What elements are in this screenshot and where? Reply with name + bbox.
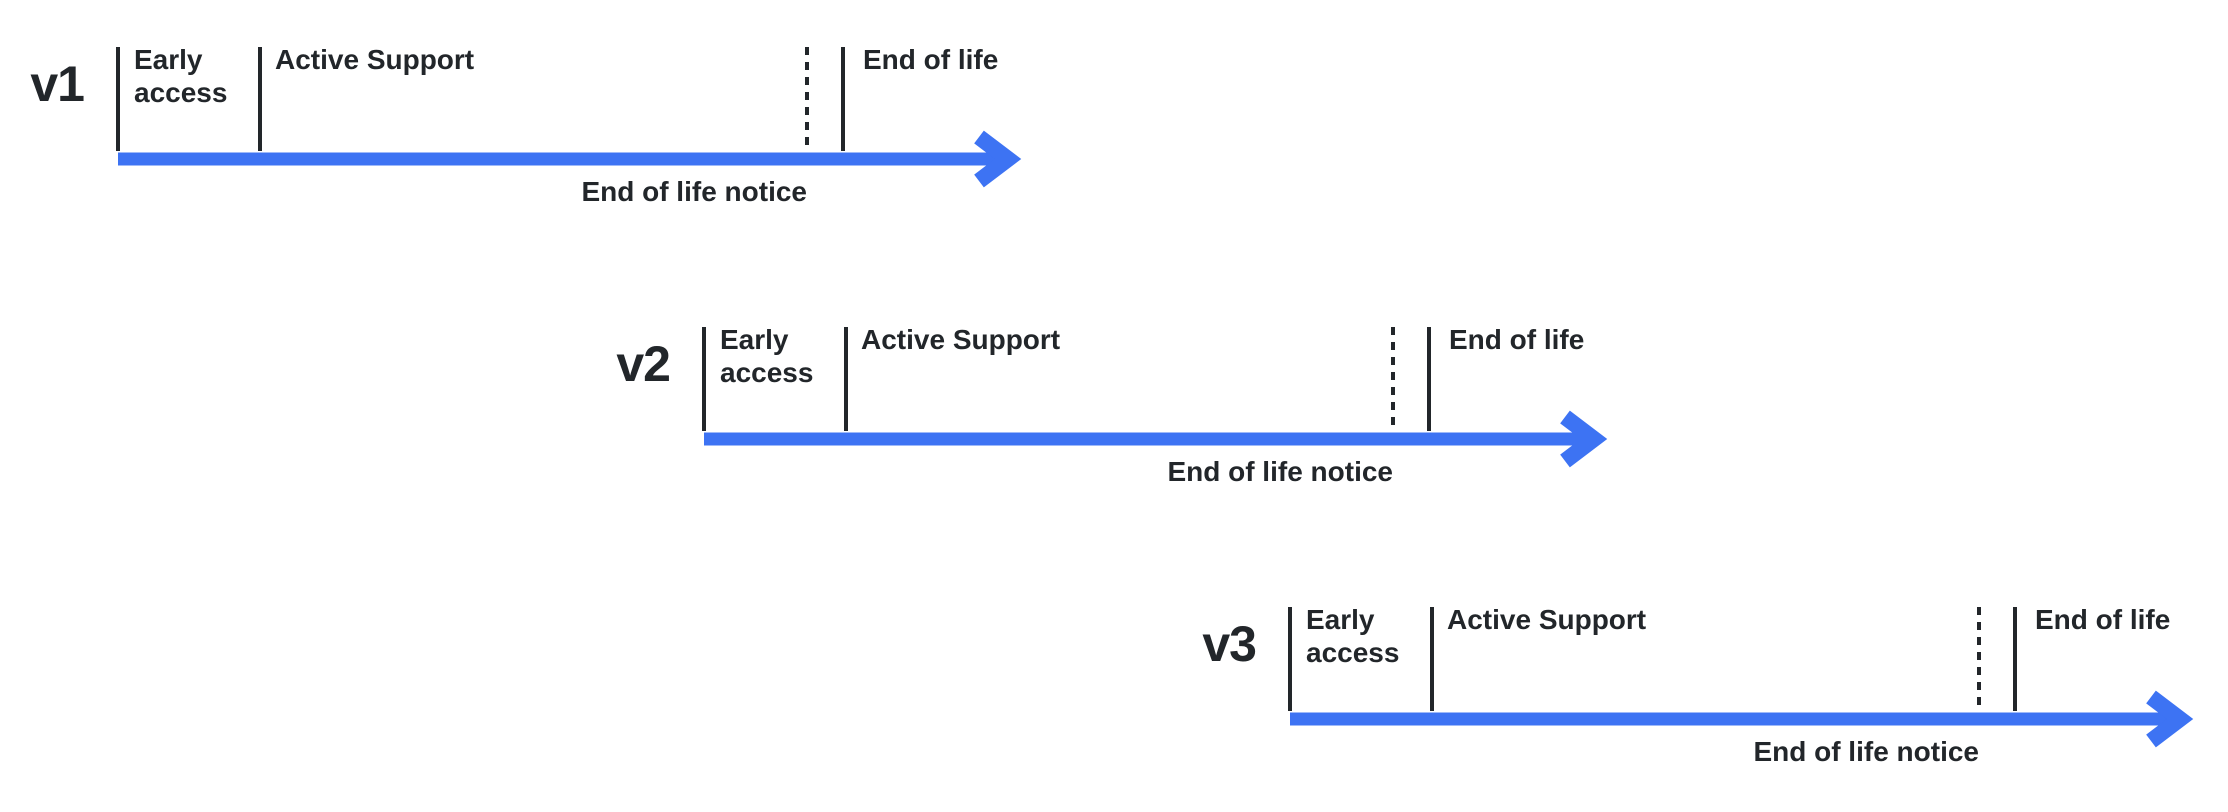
end-of-life-notice-label: End of life notice (1753, 736, 1979, 767)
early-access-label: Early access (1306, 604, 1400, 668)
timeline-arrowhead-icon (974, 130, 1022, 188)
version-label: v3 (1202, 616, 1257, 672)
timeline-arrowhead-icon (2146, 690, 2194, 748)
end-of-life-notice-label: End of life notice (581, 176, 807, 207)
timeline-arrow-graphic (1288, 607, 2194, 748)
end-of-life-label: End of life (1449, 324, 1585, 355)
early-access-label: Early access (720, 324, 814, 388)
end-of-life-label: End of life (863, 44, 999, 75)
early-access-label: Early access (134, 44, 228, 108)
timeline-v2: v2 Early access Active Support End of li… (616, 324, 1644, 497)
timeline-arrowhead-icon (1560, 410, 1608, 468)
end-of-life-notice-label: End of life notice (1167, 456, 1393, 487)
version-label: v1 (30, 56, 85, 112)
timeline-v3: v3 Early access Active Support End of li… (1202, 604, 2228, 777)
active-support-label: Active Support (1447, 604, 1647, 635)
timeline-arrow-graphic (702, 327, 1608, 468)
active-support-label: Active Support (861, 324, 1061, 355)
timeline-arrow-graphic (116, 47, 1022, 188)
version-label: v2 (616, 336, 671, 392)
timeline-v1: v1 Early access Active Support End of li… (30, 44, 1058, 217)
end-of-life-label: End of life (2035, 604, 2171, 635)
active-support-label: Active Support (275, 44, 475, 75)
